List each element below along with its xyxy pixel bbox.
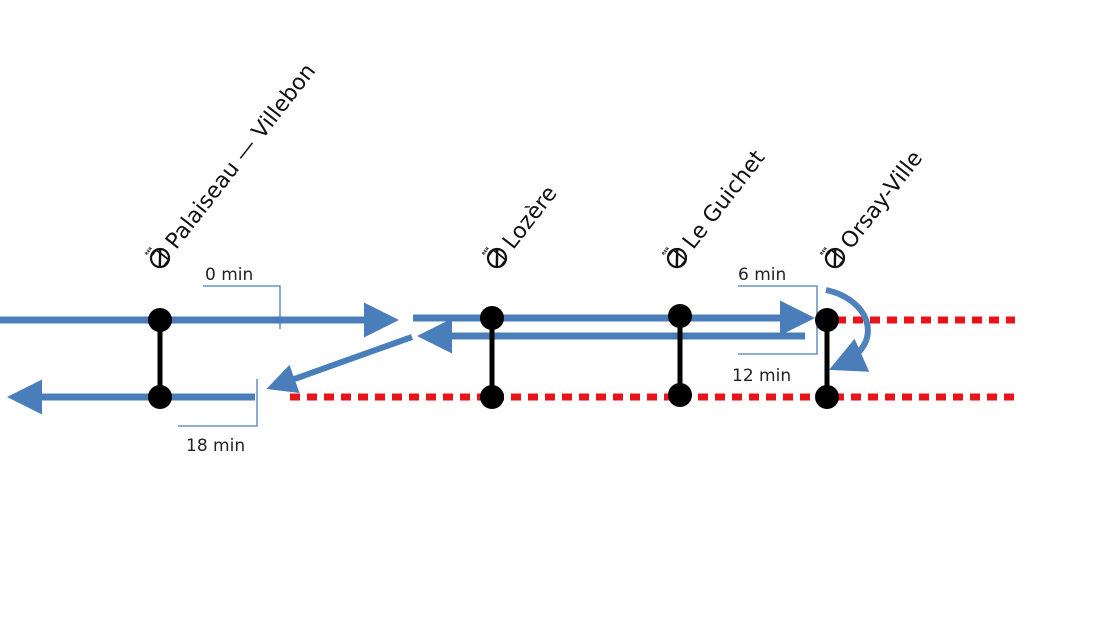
time-label-arrival: 6 min bbox=[738, 265, 786, 285]
rer-logo-icon: RER bbox=[819, 244, 849, 272]
time-label-return-departure: 12 min bbox=[732, 366, 791, 386]
time-label-start: 0 min bbox=[205, 265, 253, 285]
svg-text:RER: RER bbox=[481, 246, 490, 256]
rer-logo-icon: RER bbox=[661, 244, 691, 272]
rer-logo-icon: RER bbox=[144, 244, 174, 272]
bracket-return-arrival bbox=[178, 379, 258, 427]
bracket-start bbox=[203, 285, 281, 329]
rer-logo-icon: RER bbox=[481, 244, 511, 272]
bracket-return-departure bbox=[738, 326, 818, 355]
station-node-palaiseau bbox=[148, 308, 172, 409]
bracket-arrival bbox=[738, 285, 818, 329]
route-paths bbox=[0, 287, 871, 415]
station-label-le-guichet: Le Guichet bbox=[678, 146, 770, 254]
station-node-orsay-ville bbox=[815, 308, 839, 409]
disrupted-track bbox=[290, 316, 1015, 401]
station-label-orsay-ville: Orsay-Ville bbox=[836, 146, 928, 254]
route-arrow-diagonal bbox=[266, 334, 414, 394]
time-label-return-arrival: 18 min bbox=[186, 436, 245, 456]
station-node-lozere bbox=[480, 306, 504, 409]
station-nodes bbox=[148, 304, 839, 409]
station-label-palaiseau: Palaiseau — Villebon bbox=[161, 59, 321, 254]
svg-text:RER: RER bbox=[661, 246, 670, 256]
time-labels: 0 min 6 min 12 min 18 min bbox=[186, 265, 791, 456]
station-label-lozere: Lozère bbox=[498, 181, 562, 254]
turnaround-arrow bbox=[825, 287, 871, 372]
station-node-le-guichet bbox=[668, 304, 692, 407]
svg-text:RER: RER bbox=[144, 246, 153, 256]
svg-text:RER: RER bbox=[819, 246, 828, 256]
station-labels: RER Palaiseau — Villebon RER Lozère RER … bbox=[144, 59, 928, 272]
